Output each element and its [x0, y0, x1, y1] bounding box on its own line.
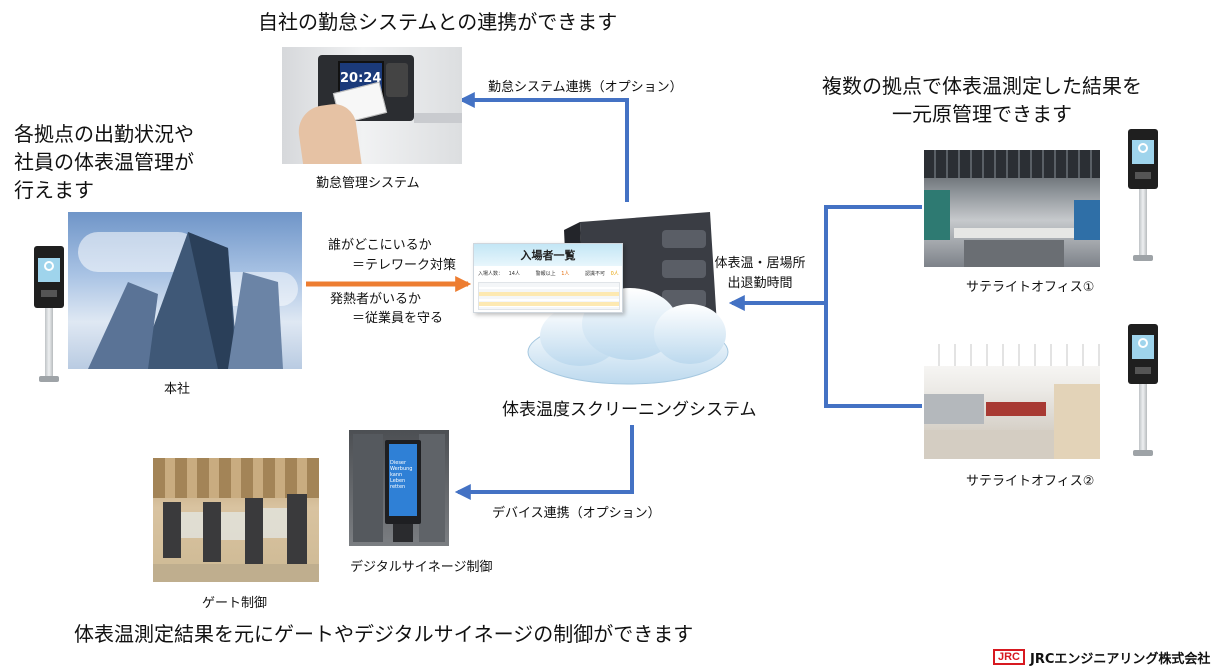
- heading-head-office: 各拠点の出勤状況や 社員の体表温管理が 行えます: [14, 120, 194, 204]
- heading-multi-site: 複数の拠点で体表温測定した結果を 一元原管理できます: [796, 72, 1168, 128]
- caption-central-system: 体表温度スクリーニングシステム: [502, 400, 757, 420]
- logo-badge: JRC: [993, 649, 1026, 665]
- visitor-table: [478, 282, 620, 310]
- caption-gate: ゲート制御: [202, 596, 268, 611]
- caption-head-office: 本社: [164, 382, 191, 397]
- terminal-clock: 20:24: [340, 71, 382, 86]
- label-device-link: デバイス連携（オプション）: [492, 506, 661, 521]
- visitor-list-screen: 入場者一覧 入場人数： 14人 警報以上 1人 認識不可 0人: [473, 243, 623, 313]
- terminal-keypad: [386, 63, 408, 97]
- label-telework: ＝テレワーク対策: [352, 258, 457, 273]
- label-attendance-link: 勤怠システム連携（オプション）: [488, 80, 683, 95]
- satellite-office-1-photo: [924, 150, 1100, 267]
- building-shape: [88, 232, 283, 369]
- kiosk-satellite-2: [1128, 324, 1158, 460]
- arrow-to-devices: [454, 425, 634, 500]
- label-line: 出退勤時間: [727, 276, 793, 291]
- kiosk-satellite-1: [1128, 129, 1158, 265]
- visitor-list-title: 入場者一覧: [520, 249, 576, 262]
- heading-line: 行えます: [14, 178, 94, 202]
- label-satellite-data: 体表温・居場所 出退勤時間: [708, 254, 812, 294]
- satellite-office-2-photo: [924, 344, 1100, 459]
- heading-line: 各拠点の出勤状況や: [14, 122, 194, 146]
- heading-attendance-integration: 自社の勤怠システムとの連携ができます: [258, 10, 618, 34]
- logo-company-name: JRCエンジニアリング株式会社: [1030, 651, 1211, 667]
- signage-text: Dieser Werbung kann Leben retten: [390, 460, 413, 490]
- gate-photo: [153, 458, 319, 582]
- label-fever: 発熱者がいるか: [330, 292, 422, 307]
- caption-satellite-2: サテライトオフィス②: [966, 474, 1095, 489]
- heading-line: 社員の体表温管理が: [14, 150, 194, 174]
- connector-satellites: [824, 205, 922, 408]
- company-logo: JRC JRCエンジニアリング株式会社: [993, 648, 1211, 667]
- heading-line: 複数の拠点で体表温測定した結果を: [822, 74, 1142, 98]
- heading-line: 一元原管理できます: [892, 102, 1072, 126]
- arrow-to-attendance: [458, 92, 629, 202]
- heading-device-control: 体表温測定結果を元にゲートやデジタルサイネージの制御ができます: [74, 622, 694, 646]
- attendance-terminal-photo: 20:24: [282, 47, 462, 164]
- digital-signage-photo: Dieser Werbung kann Leben retten: [349, 430, 449, 546]
- label-line: 体表温・居場所: [714, 256, 806, 271]
- caption-satellite-1: サテライトオフィス①: [966, 280, 1095, 295]
- visitor-stats: 入場人数： 14人 警報以上 1人 認識不可 0人: [478, 271, 619, 277]
- label-protect: ＝従業員を守る: [352, 311, 444, 326]
- label-who-where: 誰がどこにいるか: [328, 238, 432, 253]
- caption-attendance-system: 勤怠管理システム: [316, 176, 420, 191]
- head-office-photo: [68, 212, 302, 369]
- kiosk-head-office: [34, 246, 64, 386]
- caption-signage: デジタルサイネージ制御: [350, 560, 493, 575]
